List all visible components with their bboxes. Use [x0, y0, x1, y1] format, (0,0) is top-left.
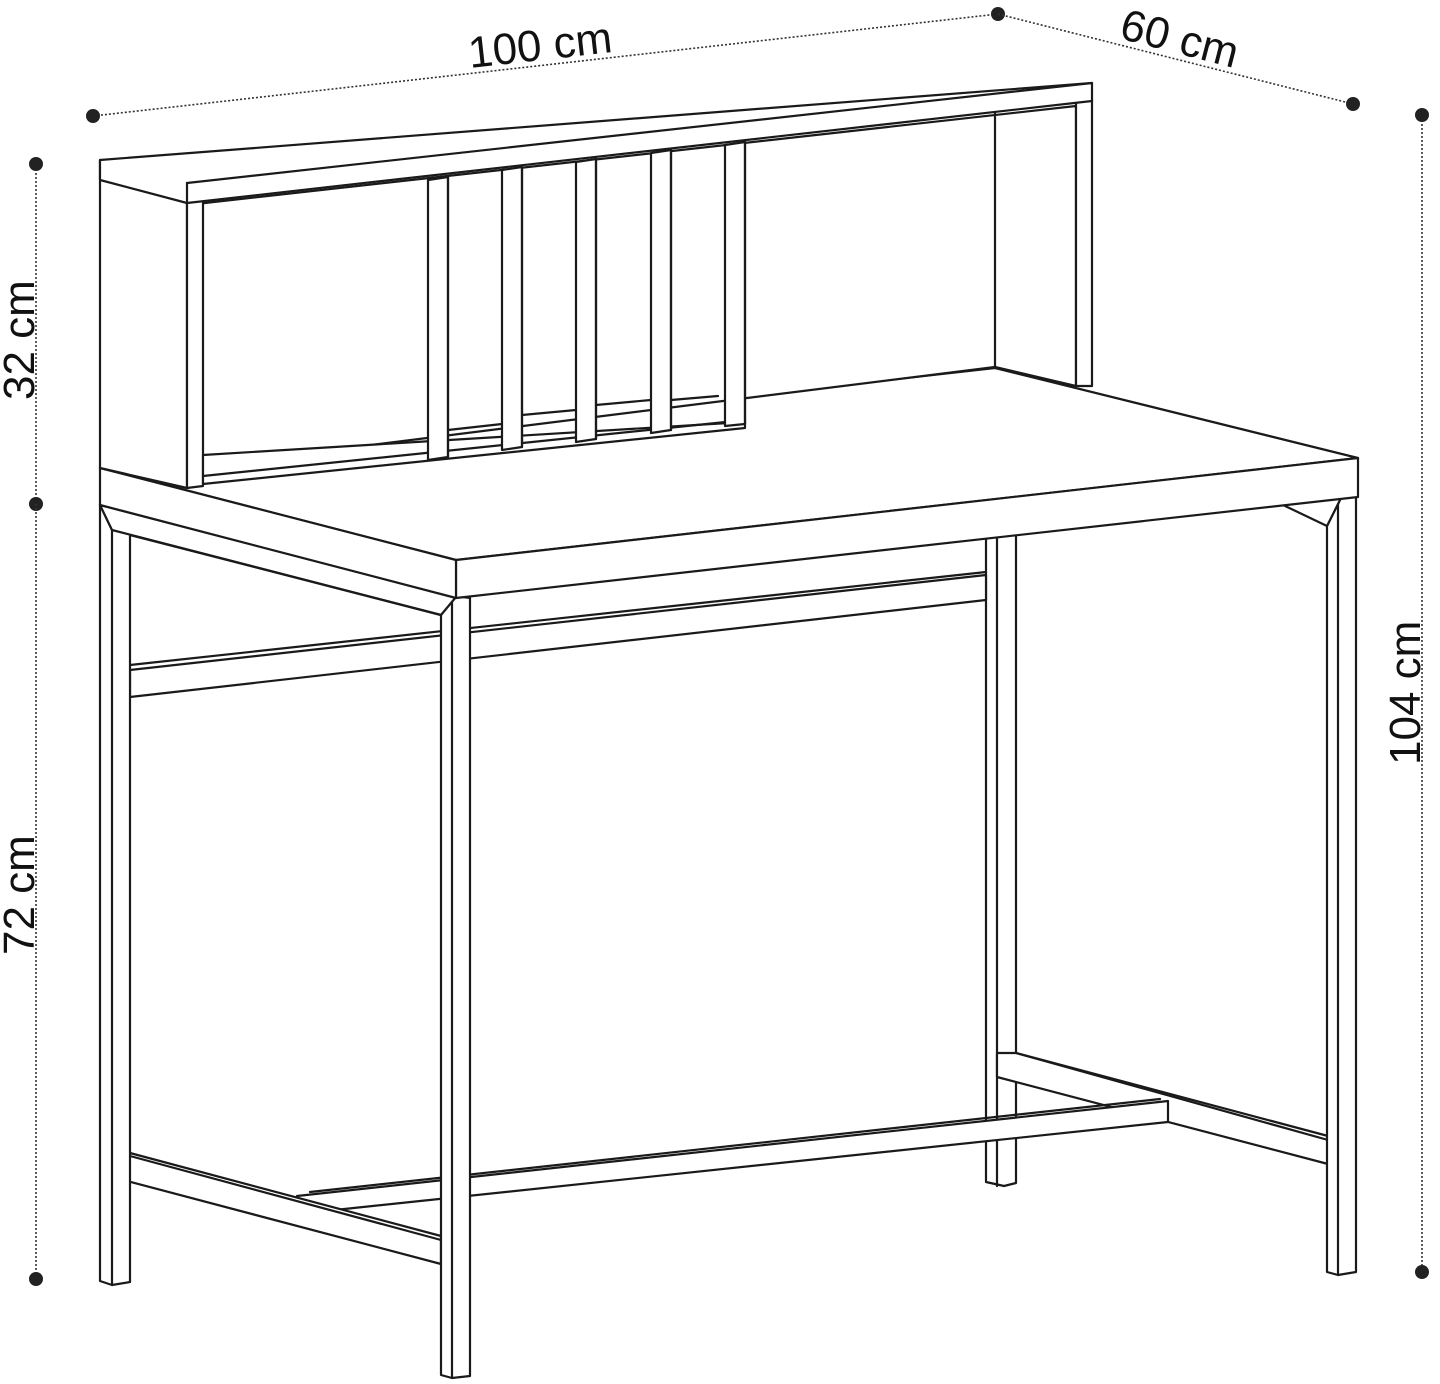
dimension-endpoint-icon	[1415, 108, 1429, 122]
dimension-hutch-height: 32 cm	[0, 157, 44, 511]
width-label: 100 cm	[466, 13, 615, 78]
dimension-desk-height: 72 cm	[0, 504, 44, 1286]
hutch	[98, 81, 1094, 490]
stretcher-center	[295, 1097, 1170, 1216]
dimension-endpoint-icon	[1415, 1265, 1429, 1279]
dimension-total-height: 104 cm	[1381, 108, 1430, 1279]
hutch-dividers	[426, 140, 747, 462]
depth-label: 60 cm	[1115, 0, 1243, 77]
dimension-endpoint-icon	[1346, 97, 1360, 111]
hutch-height-label: 32 cm	[0, 280, 44, 400]
desktop	[98, 366, 1360, 600]
dimension-endpoint-icon	[86, 109, 100, 123]
stretcher-left-side	[110, 1151, 443, 1266]
rail-back-upper	[128, 570, 988, 699]
leg-back-right	[984, 532, 1018, 1188]
leg-right-rear	[1325, 492, 1358, 1277]
dimension-endpoint-icon	[29, 157, 43, 171]
total-height-label: 104 cm	[1381, 621, 1430, 765]
leg-front-center	[439, 594, 472, 1380]
leg-front-left	[98, 503, 132, 1287]
desk-height-label: 72 cm	[0, 835, 44, 955]
dimension-endpoint-icon	[29, 1272, 43, 1286]
